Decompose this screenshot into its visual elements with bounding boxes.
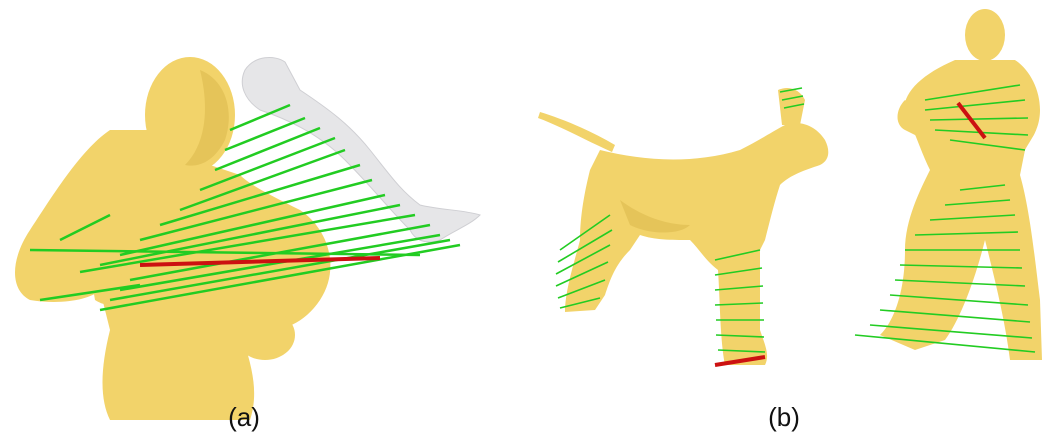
panel-b-dog: [538, 88, 828, 365]
standing-human-head: [965, 9, 1005, 61]
dog-body-shape: [565, 123, 828, 365]
human-fist-shape: [235, 310, 295, 360]
panel-b-human: [855, 9, 1042, 360]
panel-a: [15, 57, 480, 420]
dog-tail-shape: [538, 112, 615, 152]
panel-a-caption: (a): [204, 402, 284, 433]
panel-b-caption: (b): [744, 402, 824, 433]
